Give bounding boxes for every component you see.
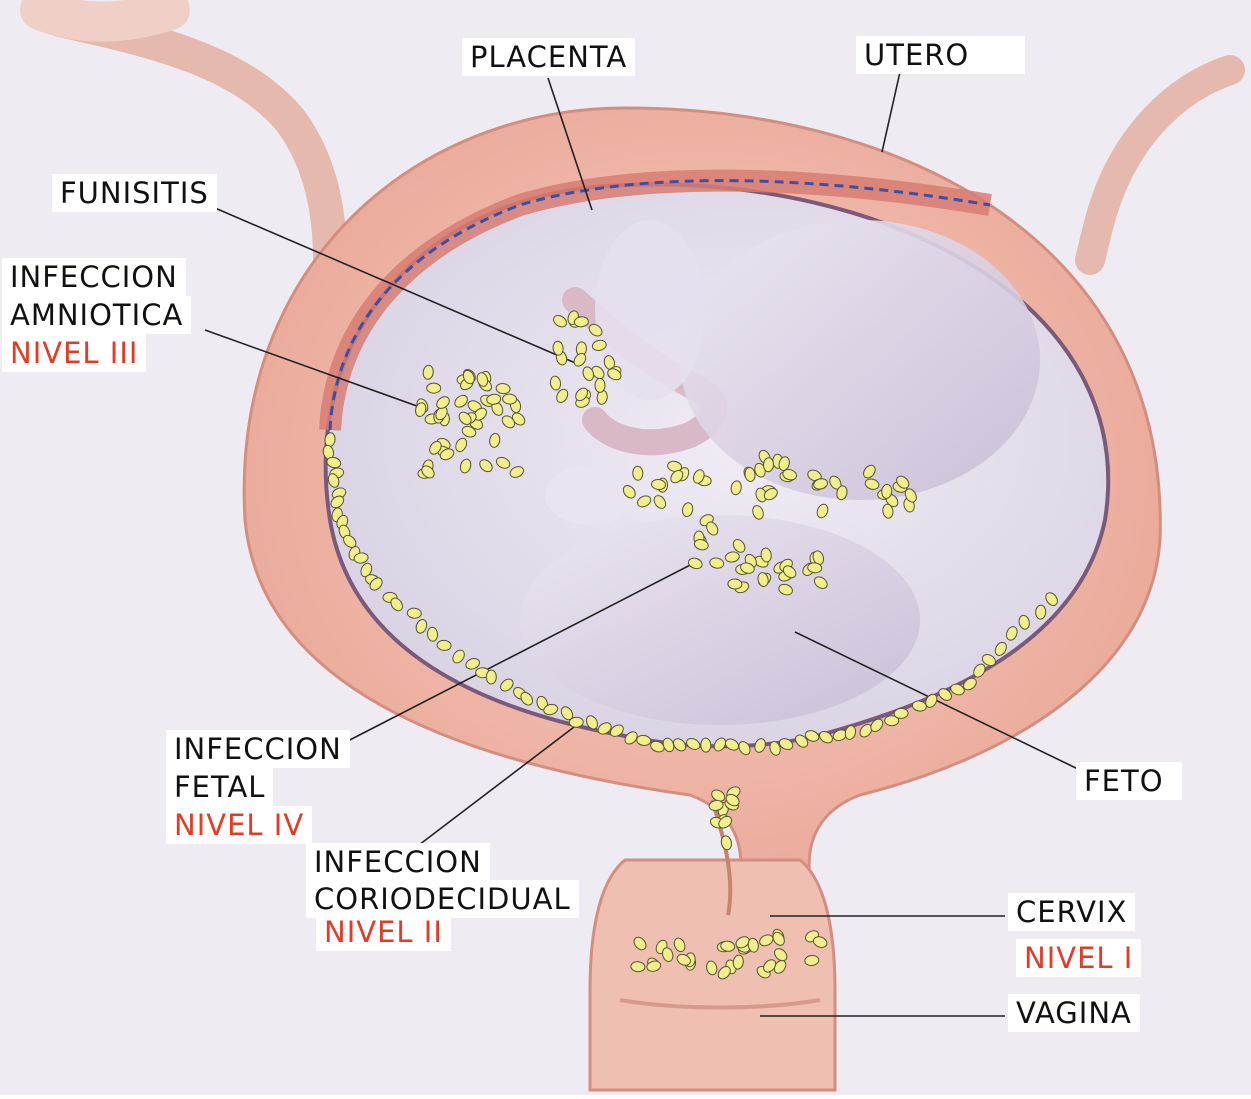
- bacterium: [595, 378, 605, 392]
- bacterium: [632, 466, 643, 481]
- bacterium: [427, 383, 441, 393]
- label-amniotic-2: AMNIOTICA: [2, 296, 191, 334]
- label-utero: UTERO: [856, 36, 1025, 74]
- bacterium: [486, 670, 496, 684]
- label-fetal-2: FETAL: [166, 768, 273, 806]
- label-cervix-level: NIVEL I: [1016, 939, 1141, 977]
- bacterium: [407, 608, 422, 619]
- label-fetal-1: INFECCION: [166, 730, 350, 768]
- fetus-body: [680, 220, 1040, 500]
- label-feto: FETO: [1076, 762, 1182, 800]
- label-funisitis: FUNISITIS: [52, 174, 217, 212]
- label-corio-1: INFECCION: [306, 843, 490, 881]
- bacterium: [763, 457, 774, 472]
- label-amniotic-1: INFECCION: [2, 258, 186, 296]
- bacterium: [569, 717, 584, 728]
- label-corio-level: NIVEL II: [316, 913, 451, 951]
- fetus-head: [520, 515, 920, 725]
- bacterium: [631, 961, 646, 972]
- label-vagina: VAGINA: [1008, 994, 1140, 1032]
- left-fallopian-tube-fimbria: [40, 10, 170, 22]
- bacterium: [1035, 605, 1046, 620]
- bacterium: [894, 708, 909, 719]
- bacterium: [701, 738, 711, 752]
- fetus-hand: [545, 465, 635, 525]
- label-fetal-level: NIVEL IV: [166, 806, 312, 844]
- label-placenta: PLACENTA: [462, 38, 635, 76]
- label-cervix: CERVIX: [1008, 893, 1135, 931]
- bacterium: [728, 579, 743, 590]
- bacterium: [502, 394, 517, 405]
- label-amniotic-level: NIVEL III: [2, 334, 146, 372]
